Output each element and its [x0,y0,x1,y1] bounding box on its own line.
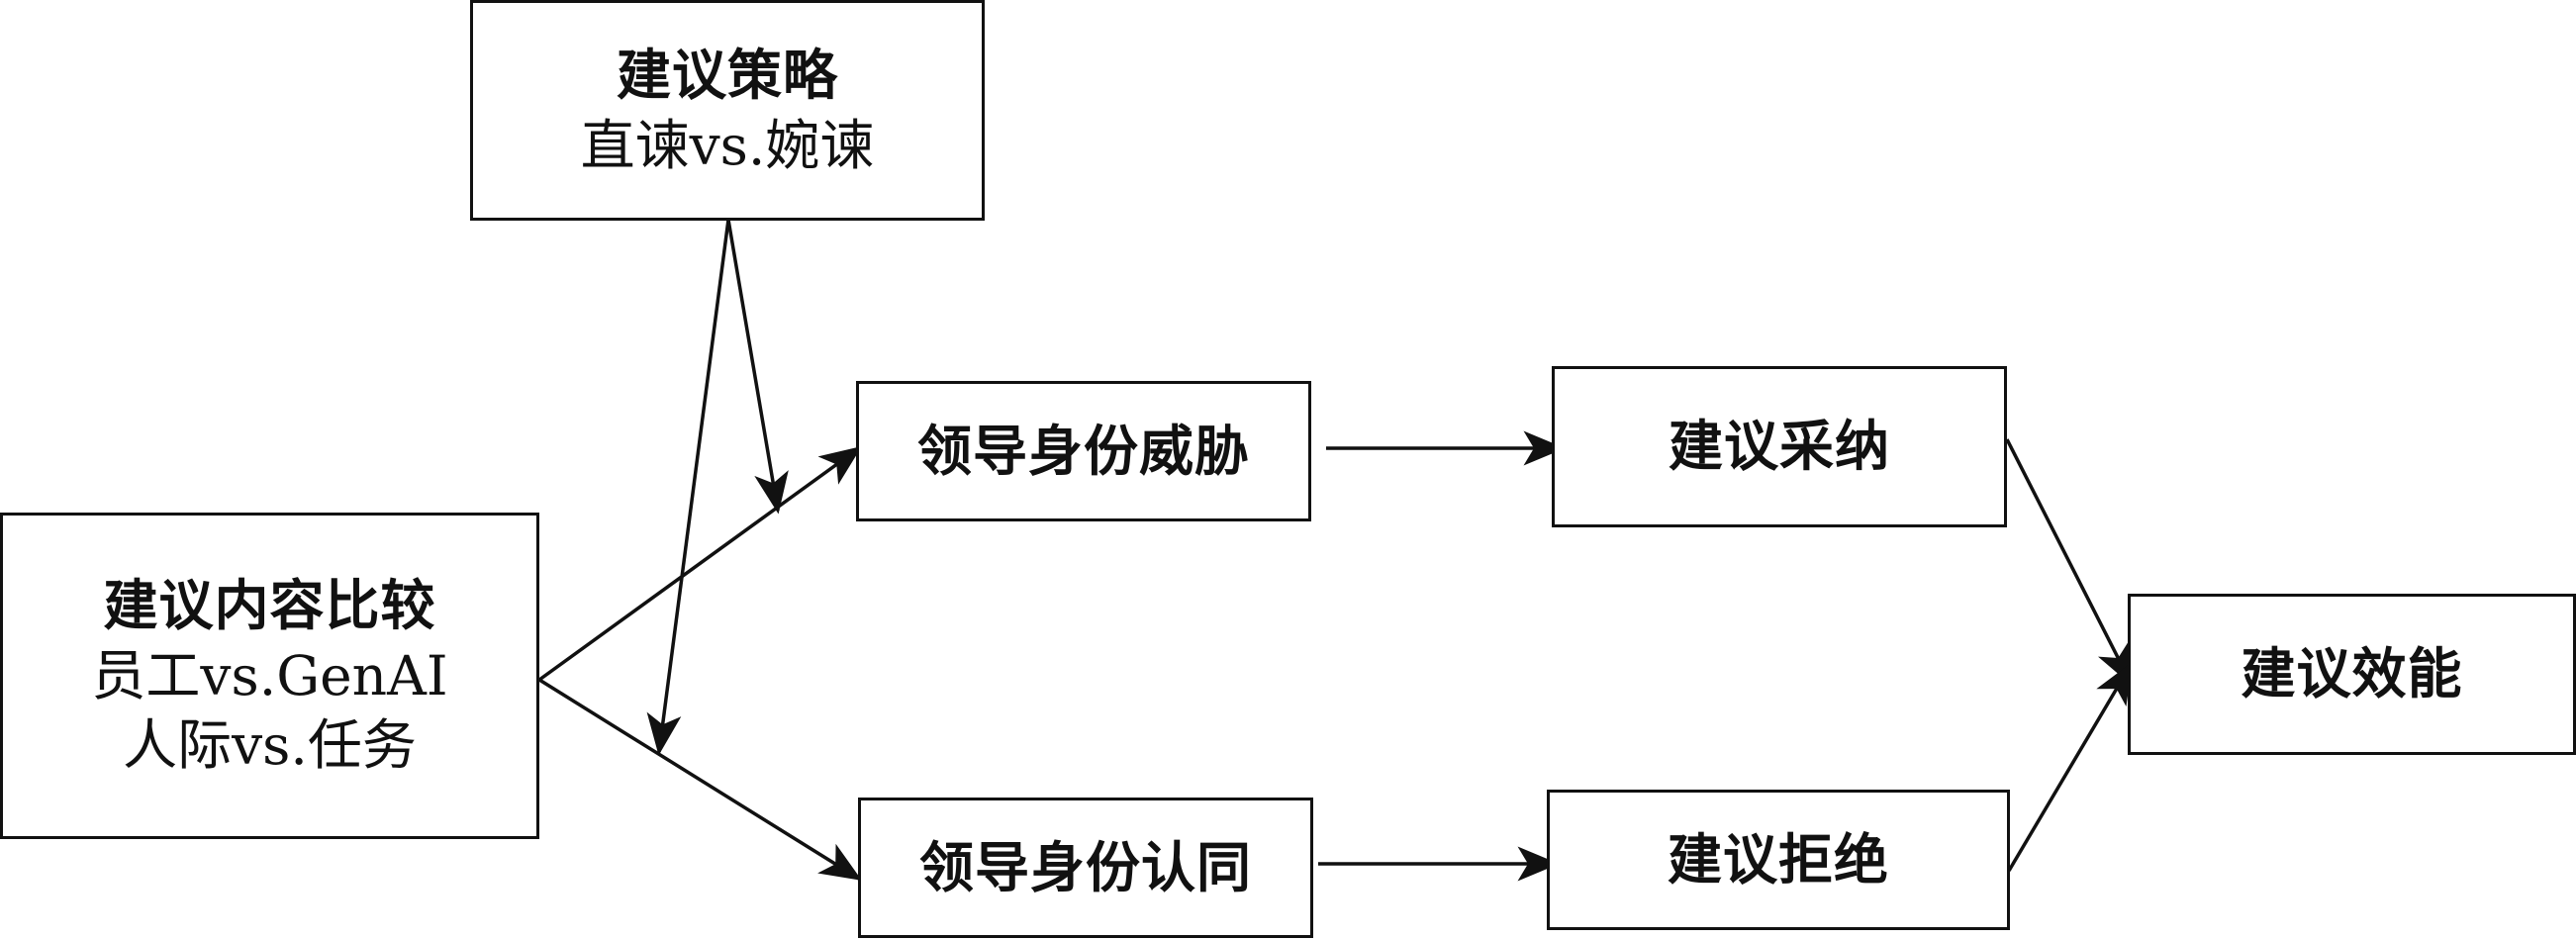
arrow-strategy-moderates-threat [726,219,789,515]
leader-identity-threat-label: 领导身份威胁 [916,419,1250,483]
advice-efficacy-label: 建议效能 [2241,642,2463,706]
advice-adoption-box: 建议采纳 [1552,366,2007,527]
strategy-title: 建议策略 [616,44,838,108]
strategy-comparison: 直谏vs.婉谏 [580,113,875,177]
content-type-comparison: 人际vs.任务 [123,713,417,778]
leader-identity-identification-box: 领导身份认同 [858,798,1313,938]
content-comparison-title: 建议内容比较 [103,574,436,638]
content-source-comparison: 员工vs.GenAI [91,643,448,707]
arrow-rejection-to-efficacy [2007,661,2133,872]
arrow-content-to-identification [538,678,862,881]
arrow-strategy-moderates-identification [646,219,730,756]
advice-rejection-label: 建议拒绝 [1667,827,1889,892]
advice-rejection-box: 建议拒绝 [1547,790,2010,930]
leader-identity-threat-box: 领导身份威胁 [856,381,1311,521]
arrow-adoption-to-efficacy [2005,438,2133,687]
advice-adoption-label: 建议采纳 [1668,415,1890,479]
content-comparison-box: 建议内容比较 员工vs.GenAI 人际vs.任务 [0,513,539,839]
strategy-box: 建议策略 直谏vs.婉谏 [470,0,985,221]
advice-efficacy-box: 建议效能 [2128,594,2576,755]
leader-identity-identification-label: 领导身份认同 [918,835,1252,899]
arrow-content-to-threat [537,445,862,682]
